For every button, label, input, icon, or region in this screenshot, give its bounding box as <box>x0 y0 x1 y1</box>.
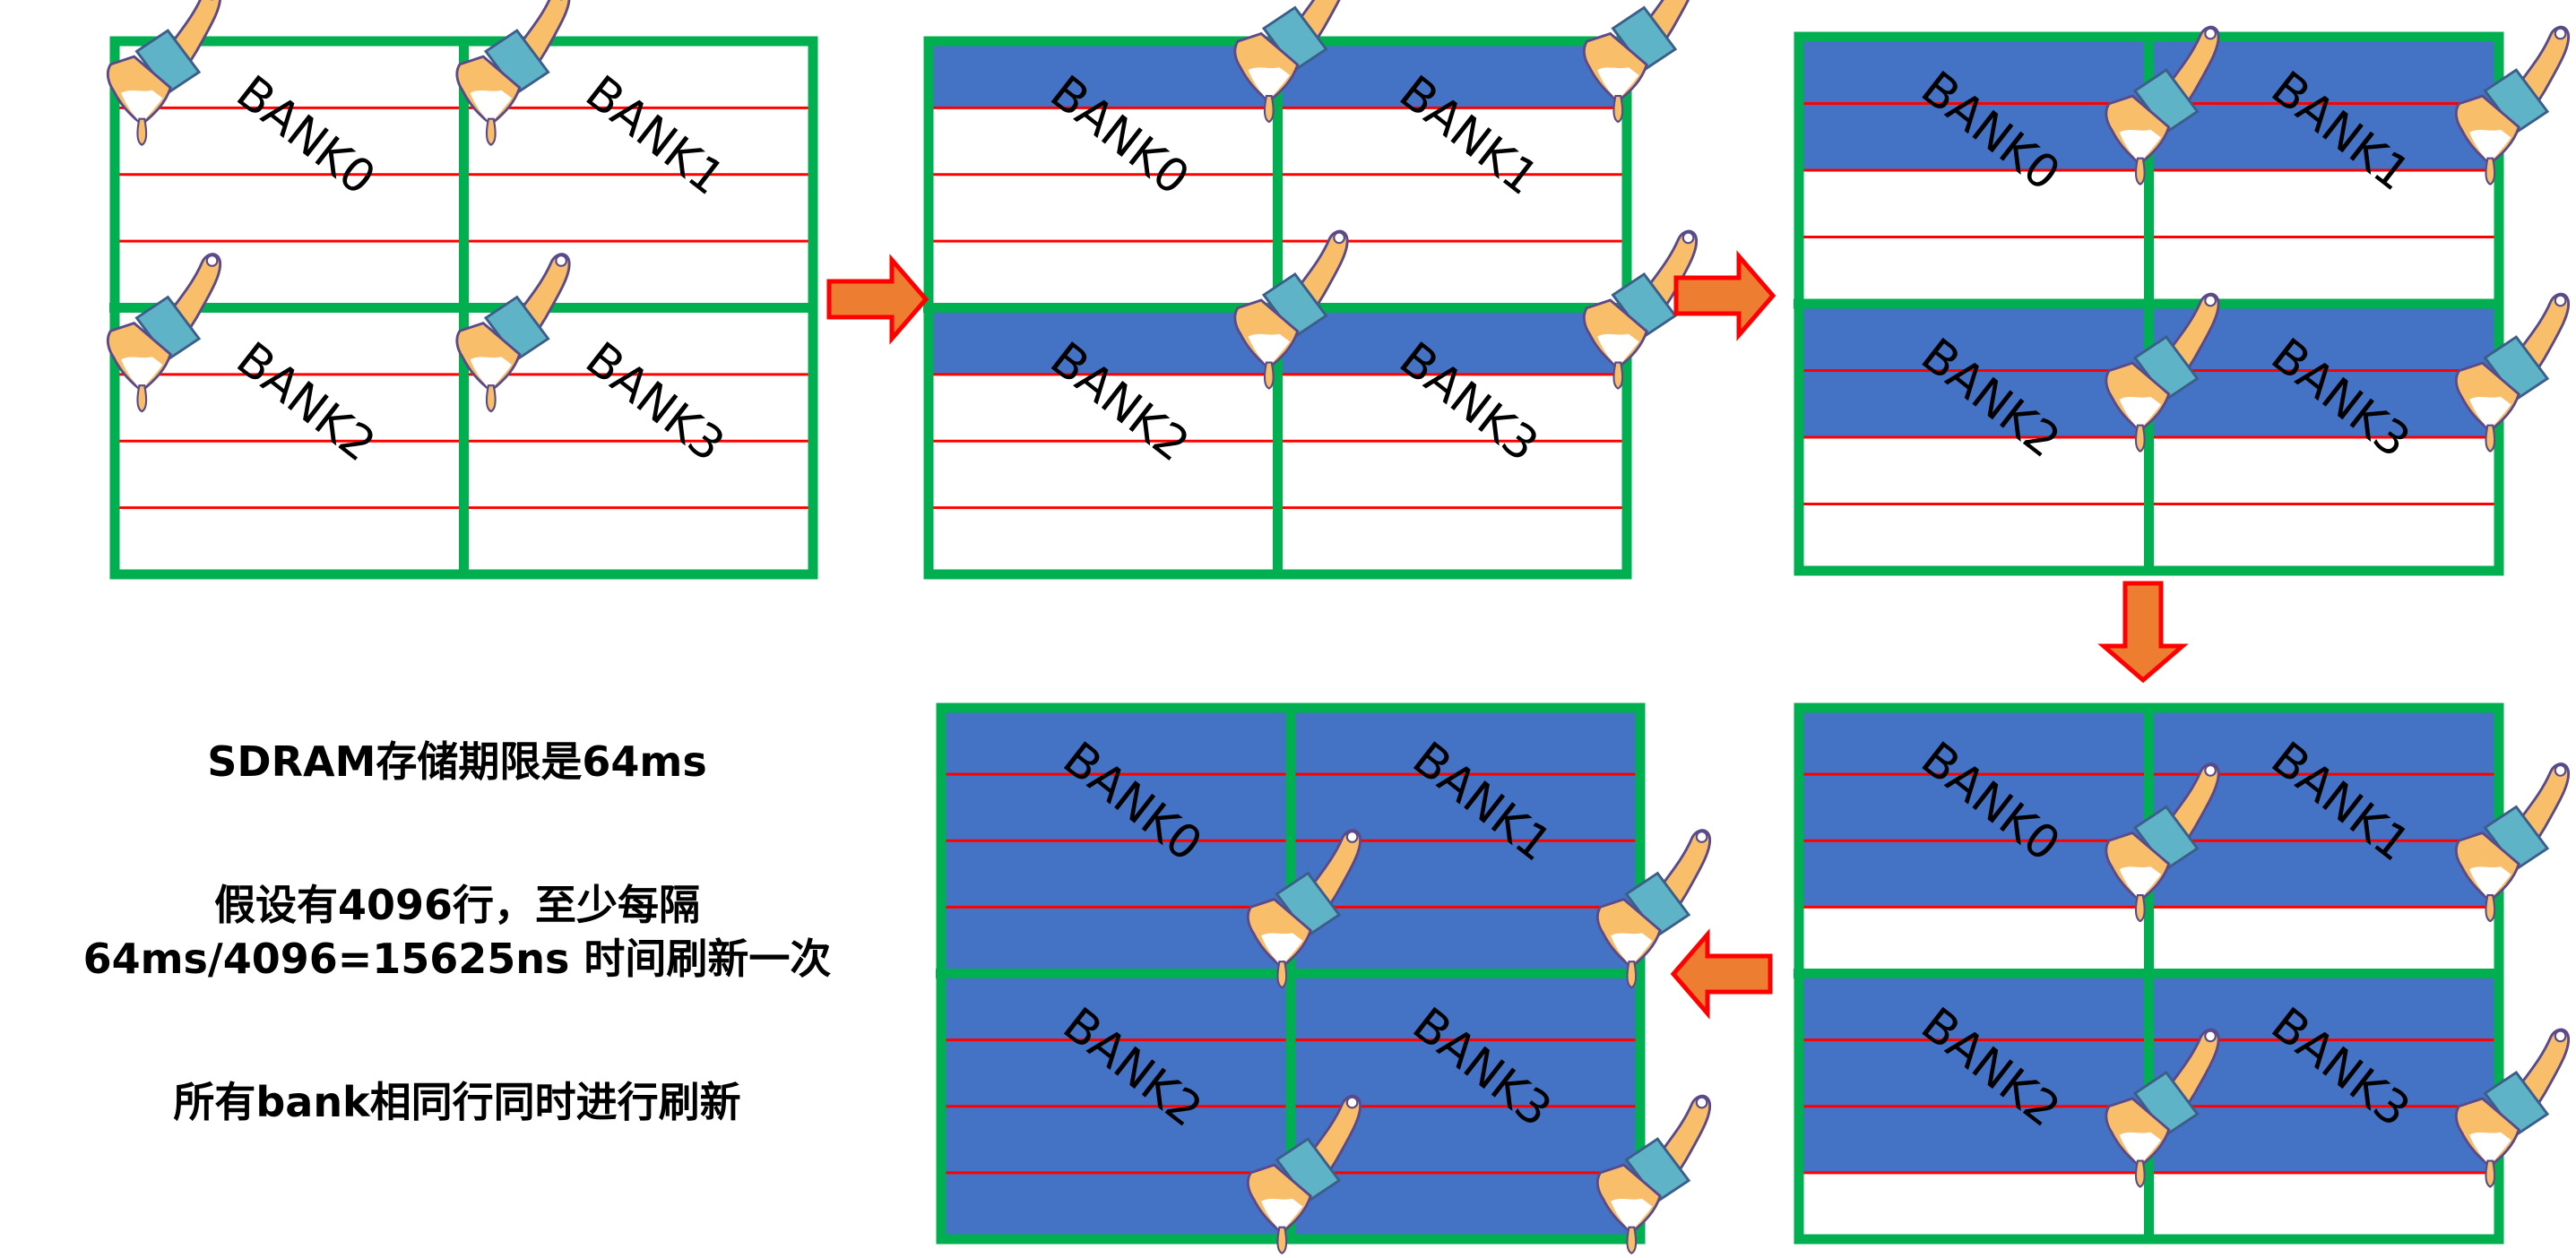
bank-0: BANK0 <box>1799 37 2149 304</box>
pending-row <box>929 108 1278 175</box>
flow-arrow-down-icon <box>2104 583 2183 680</box>
refreshed-row <box>2148 1106 2499 1173</box>
bank-1: BANK1 <box>1291 708 1640 974</box>
refreshed-row <box>1799 973 2149 1040</box>
flow-arrow-right-icon <box>1676 256 1773 335</box>
refreshed-row <box>1291 1172 1640 1239</box>
pending-row <box>1277 441 1627 508</box>
bank-2: BANK2 <box>1799 304 2149 571</box>
pending-row <box>463 174 813 242</box>
refreshed-row <box>1291 708 1640 775</box>
pending-row <box>2148 437 2499 504</box>
pending-row <box>1799 504 2149 571</box>
pending-row <box>115 441 464 508</box>
refreshed-row <box>1291 774 1640 841</box>
refreshed-row <box>941 973 1291 1040</box>
flow-arrow-left-icon <box>1673 935 1770 1013</box>
pending-row <box>1799 170 2149 237</box>
pending-row <box>1799 437 2149 504</box>
pending-row <box>929 441 1278 508</box>
refreshed-row <box>1799 103 2149 170</box>
bank-2: BANK2 <box>1799 973 2149 1239</box>
refreshed-row <box>1277 307 1627 375</box>
bank-3: BANK3 <box>1277 307 1627 574</box>
refreshed-row <box>1291 973 1640 1040</box>
refreshed-row <box>2148 708 2499 775</box>
pending-row <box>115 374 464 442</box>
pending-row <box>1799 237 2149 304</box>
pending-row <box>1277 374 1627 442</box>
pending-row <box>1277 174 1627 242</box>
note-refresh-interval: 64ms/4096=15625ns 时间刷新一次 <box>82 935 832 983</box>
pending-row <box>1277 108 1627 175</box>
pending-row <box>2148 237 2499 304</box>
pending-row <box>115 507 464 574</box>
pending-row <box>463 108 813 175</box>
pending-row <box>2148 170 2499 237</box>
refreshed-row <box>1799 708 2149 775</box>
pending-row <box>463 441 813 508</box>
refreshed-row <box>941 907 1291 974</box>
refreshed-row <box>941 840 1291 908</box>
pending-row <box>2148 1172 2499 1239</box>
refreshed-row <box>941 708 1291 775</box>
pending-row <box>929 374 1278 442</box>
refreshed-row <box>1799 840 2149 908</box>
refreshed-row <box>1291 907 1640 974</box>
notes-text: SDRAM存储期限是64ms 假设有4096行，至少每隔 64ms/4096=1… <box>54 735 860 1129</box>
pending-row <box>463 241 813 308</box>
pending-row <box>115 108 464 175</box>
refreshed-row <box>2148 840 2499 908</box>
pending-row <box>2148 907 2499 974</box>
note-row-count: 假设有4096行，至少每隔 <box>213 881 701 929</box>
note-all-banks: 所有bank相同行同时进行刷新 <box>173 1078 741 1126</box>
bank-1: BANK1 <box>2148 708 2499 974</box>
pending-row <box>929 174 1278 242</box>
refreshed-row <box>2148 103 2499 170</box>
refreshed-row <box>941 1106 1291 1173</box>
bank-3: BANK3 <box>2148 973 2499 1239</box>
pending-row <box>463 507 813 574</box>
refreshed-row <box>929 41 1278 108</box>
pending-row <box>1799 907 2149 974</box>
bank-0: BANK0 <box>929 41 1278 308</box>
bank-3: BANK3 <box>463 307 813 574</box>
pending-row <box>2148 504 2499 571</box>
refreshed-row <box>1799 1106 2149 1173</box>
refreshed-row <box>929 307 1278 375</box>
refreshed-row <box>941 1172 1291 1239</box>
refreshed-row <box>1799 370 2149 437</box>
pending-row <box>115 241 464 308</box>
pending-row <box>1277 507 1627 574</box>
refreshed-row <box>1799 1039 2149 1107</box>
pending-row <box>929 507 1278 574</box>
refreshed-row <box>1799 37 2149 104</box>
pending-row <box>463 374 813 442</box>
bank-2: BANK2 <box>929 307 1278 574</box>
refreshed-row <box>2148 370 2499 437</box>
note-retention-period: SDRAM存储期限是64ms <box>207 737 707 786</box>
refreshed-row <box>941 1039 1291 1107</box>
refreshed-row <box>1291 1039 1640 1107</box>
flow-arrow-right-icon <box>829 260 926 339</box>
bank-0: BANK0 <box>941 708 1291 974</box>
refreshed-row <box>2148 973 2499 1040</box>
pending-row <box>115 174 464 242</box>
bank-2: BANK2 <box>941 973 1291 1239</box>
refreshed-row <box>941 774 1291 841</box>
pending-row <box>929 241 1278 308</box>
pending-row <box>1799 1172 2149 1239</box>
refreshed-row <box>1799 304 2149 371</box>
refreshed-row <box>1277 41 1627 108</box>
refreshed-row <box>1799 774 2149 841</box>
bank-0: BANK0 <box>1799 708 2149 974</box>
bank-0: BANK0 <box>115 41 464 308</box>
